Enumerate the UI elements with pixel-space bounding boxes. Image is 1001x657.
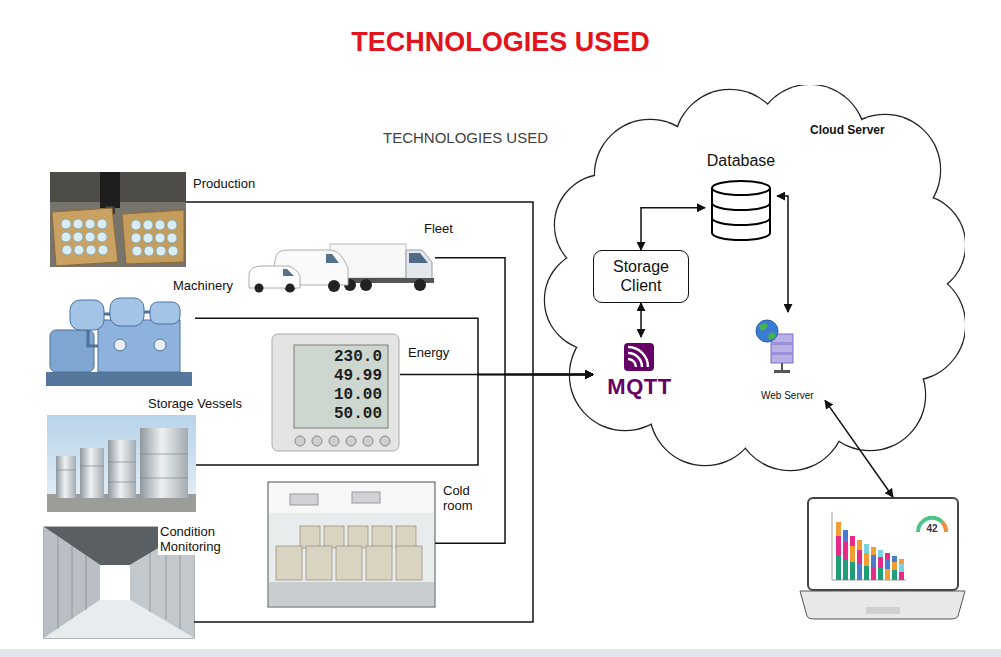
- section-heading: TECHNOLOGIES USED: [383, 129, 548, 146]
- node-label: Condition Monitoring: [158, 525, 238, 555]
- cloud-border: [545, 85, 965, 470]
- cloud-core: [592, 140, 912, 420]
- node-label: Cold room: [443, 484, 485, 514]
- production-photo: Production: [50, 172, 186, 267]
- energy-meter-photo: [272, 334, 399, 451]
- storage-vessels-photo: [47, 415, 196, 512]
- production-photo: [50, 172, 186, 267]
- fleet-photo: [248, 218, 435, 293]
- machinery-photo: Machinery: [40, 288, 195, 392]
- fleet-photo: Fleet: [248, 218, 435, 293]
- cloud-region: Cloud ServerDatabaseStorage ClientMQTT We…: [540, 85, 965, 475]
- database: Database: [705, 152, 777, 242]
- node-label: Database: [705, 152, 777, 170]
- laptop-illustration: [800, 498, 965, 619]
- meter-reading: 10.00: [300, 386, 386, 405]
- node-label: Machinery: [173, 279, 233, 294]
- node-label: 42: [924, 523, 940, 535]
- laptop-dashboard: 42: [800, 497, 965, 621]
- node-label: Web Server: [761, 390, 814, 402]
- database-cylinder: [712, 181, 770, 240]
- machinery-photo: [40, 296, 195, 392]
- mqtt-broker: MQTT: [593, 337, 686, 412]
- meter-reading: 49.99: [300, 367, 386, 386]
- mqtt-icon: [624, 343, 654, 371]
- connector: [640, 303, 642, 337]
- diagram-title: TECHNOLOGIES USED: [0, 27, 1001, 58]
- node-label: Fleet: [424, 222, 453, 237]
- cold-room-photo: Cold room: [268, 482, 435, 607]
- node-label: Storage Vessels: [148, 397, 242, 412]
- cloud-outline: [540, 85, 965, 475]
- meter-reading: 50.00: [300, 405, 386, 424]
- web-server: Web Server: [750, 312, 825, 407]
- meter-reading: 230.0: [300, 348, 386, 367]
- cloud-fill: [545, 85, 965, 470]
- storage-vessels-photo: Storage Vessels: [47, 415, 196, 512]
- cold-room-photo: [268, 482, 435, 607]
- condition-monitoring-photo: Condition Monitoring: [44, 527, 194, 638]
- process-box: Storage Client: [593, 250, 689, 303]
- connector: [435, 375, 593, 544]
- box-label: Storage Client: [600, 258, 682, 295]
- connector: [186, 202, 593, 375]
- bottom-band: [0, 649, 1001, 657]
- connector: [194, 375, 593, 623]
- node-label: Production: [193, 177, 255, 192]
- node-label: Energy: [408, 346, 449, 361]
- node-label: Cloud Server: [810, 124, 885, 138]
- connector: [195, 318, 593, 374]
- node-label: MQTT: [593, 374, 686, 399]
